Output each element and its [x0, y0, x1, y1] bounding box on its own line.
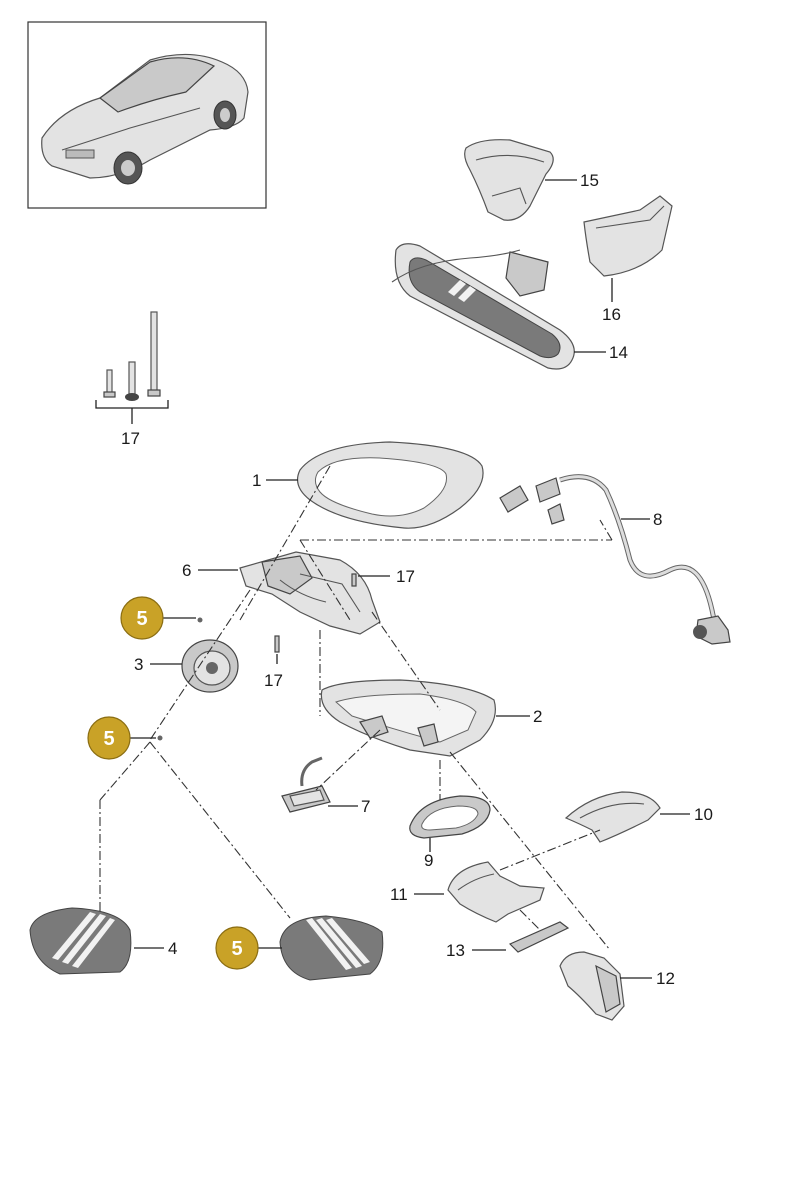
label-4: 4: [168, 939, 177, 958]
label-8: 8: [653, 510, 662, 529]
label-16: 16: [602, 305, 621, 324]
badge-5-bottom: 5: [215, 926, 282, 970]
interior-mirror-14: [391, 243, 575, 370]
mirror-housing-2: [320, 679, 496, 757]
mirror-cap-1: [297, 441, 484, 529]
vehicle-thumbnail: [27, 21, 267, 209]
label-13: 13: [446, 941, 465, 960]
mirror-glass-4: [29, 907, 132, 975]
frame-9: [409, 795, 491, 839]
trim-strip-13: [508, 921, 570, 953]
label-15: 15: [580, 171, 599, 190]
label-11: 11: [390, 885, 408, 904]
badge-5-top-text: 5: [136, 608, 147, 630]
cover-10: [564, 791, 661, 843]
label-10: 10: [694, 805, 713, 824]
label-17-screws: 17: [121, 429, 140, 448]
label-12: 12: [656, 969, 675, 988]
adjusting-motor-3: [181, 639, 239, 693]
badge-5-bottom-text: 5: [231, 938, 242, 960]
mirror-glass-right: [279, 915, 384, 981]
screw-17-lower: [274, 635, 280, 653]
mirror-base-6: [239, 551, 381, 635]
cover-15: [464, 139, 554, 221]
screw-17-right: [351, 573, 357, 587]
screw-5-mid: [157, 735, 163, 741]
screw-5-top: [197, 617, 203, 623]
label-17-lower: 17: [264, 671, 283, 690]
label-2: 2: [533, 707, 542, 726]
bracket-12: [559, 951, 625, 1021]
screws-17: [95, 311, 169, 424]
cover-11: [447, 861, 545, 923]
label-6: 6: [182, 561, 191, 580]
label-1: 1: [252, 471, 261, 490]
wiring-harness-8: [499, 474, 731, 645]
badge-5-mid: 5: [87, 716, 156, 760]
badge-5-top: 5: [120, 596, 196, 640]
assembly-lines: [99, 465, 613, 951]
cover-16: [583, 195, 673, 277]
label-3: 3: [134, 655, 143, 674]
label-9: 9: [424, 851, 433, 870]
label-7: 7: [361, 797, 370, 816]
badge-5-mid-text: 5: [103, 728, 114, 750]
puddle-light-7: [281, 756, 331, 813]
label-14: 14: [609, 343, 628, 362]
label-17-right: 17: [396, 567, 415, 586]
